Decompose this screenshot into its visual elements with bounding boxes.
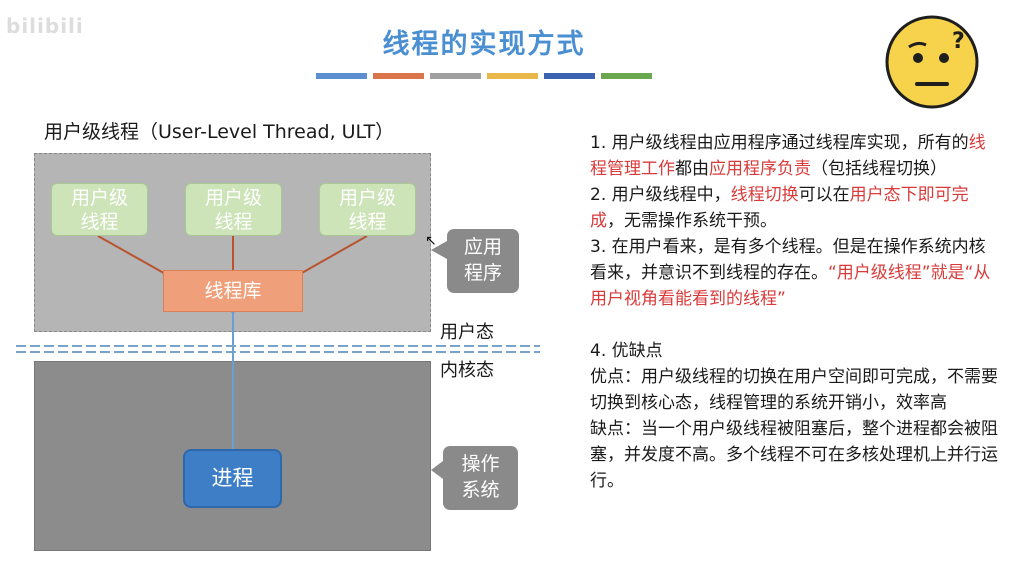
note-cons: 缺点：当一个用户级线程被阻塞后，整个进程都会被阻塞，并发度不高。多个线程不可在多… [590,419,998,491]
user-thread-label: 线程 [80,211,119,233]
user-thread-box: 用户级 线程 [185,183,282,236]
user-thread-label: 用户级 [338,187,396,209]
user-mode-label: 用户态 [440,322,494,343]
user-thread-label: 用户级 [70,187,128,209]
title-bar-segment [601,73,652,79]
thread-library-box: 线程库 [163,270,303,312]
app-callout-label: 程序 [463,262,502,284]
confused-face-icon: ? [885,15,979,109]
os-callout-label: 操作 [461,453,500,475]
title-bar-segment [487,73,538,79]
note-pros: 优点：用户级线程的切换在用户空间即可完成，不需要切换到核心态，线程管理的系统开销… [590,367,998,413]
spacer [590,312,1000,338]
user-thread-label: 线程 [214,211,253,233]
note-point-1: 1. 用户级线程由应用程序通过线程库实现，所有的线程管理工作都由应用程序负责（包… [590,133,986,179]
app-callout-label: 应用 [463,236,502,258]
os-callout-label: 系统 [461,479,500,501]
process-box: 进程 [183,449,282,508]
title-bar-segment [316,73,367,79]
bilibili-watermark: bilibili [6,14,84,38]
user-thread-box: 用户级 线程 [319,183,416,236]
title-bar-segment [373,73,424,79]
app-callout-pointer [431,241,447,259]
title-bar-segment [430,73,481,79]
note-point-2: 2. 用户级线程中，线程切换可以在用户态下即可完成，无需操作系统干预。 [590,185,969,231]
title-bar-segment [544,73,595,79]
os-callout-pointer [431,461,443,479]
notes-panel: 1. 用户级线程由应用程序通过线程库实现，所有的线程管理工作都由应用程序负责（包… [590,130,1000,494]
os-callout: 操作 系统 [443,446,518,510]
user-thread-label: 线程 [348,211,387,233]
diagram-heading: 用户级线程（User-Level Thread, ULT） [44,121,395,143]
user-thread-label: 用户级 [204,187,262,209]
kernel-mode-label: 内核态 [440,360,494,381]
slide-title: 线程的实现方式 [382,29,586,60]
mouse-pointer-icon: ↖ [425,233,437,249]
note-point-4-heading: 4. 优缺点 [590,341,663,361]
user-thread-box: 用户级 线程 [51,183,148,236]
app-callout: 应用 程序 [447,229,519,293]
note-point-3: 3. 在用户看来，是有多个线程。但是在操作系统内核看来，并意识不到线程的存在。“… [590,237,991,309]
question-mark: ? [952,29,965,54]
